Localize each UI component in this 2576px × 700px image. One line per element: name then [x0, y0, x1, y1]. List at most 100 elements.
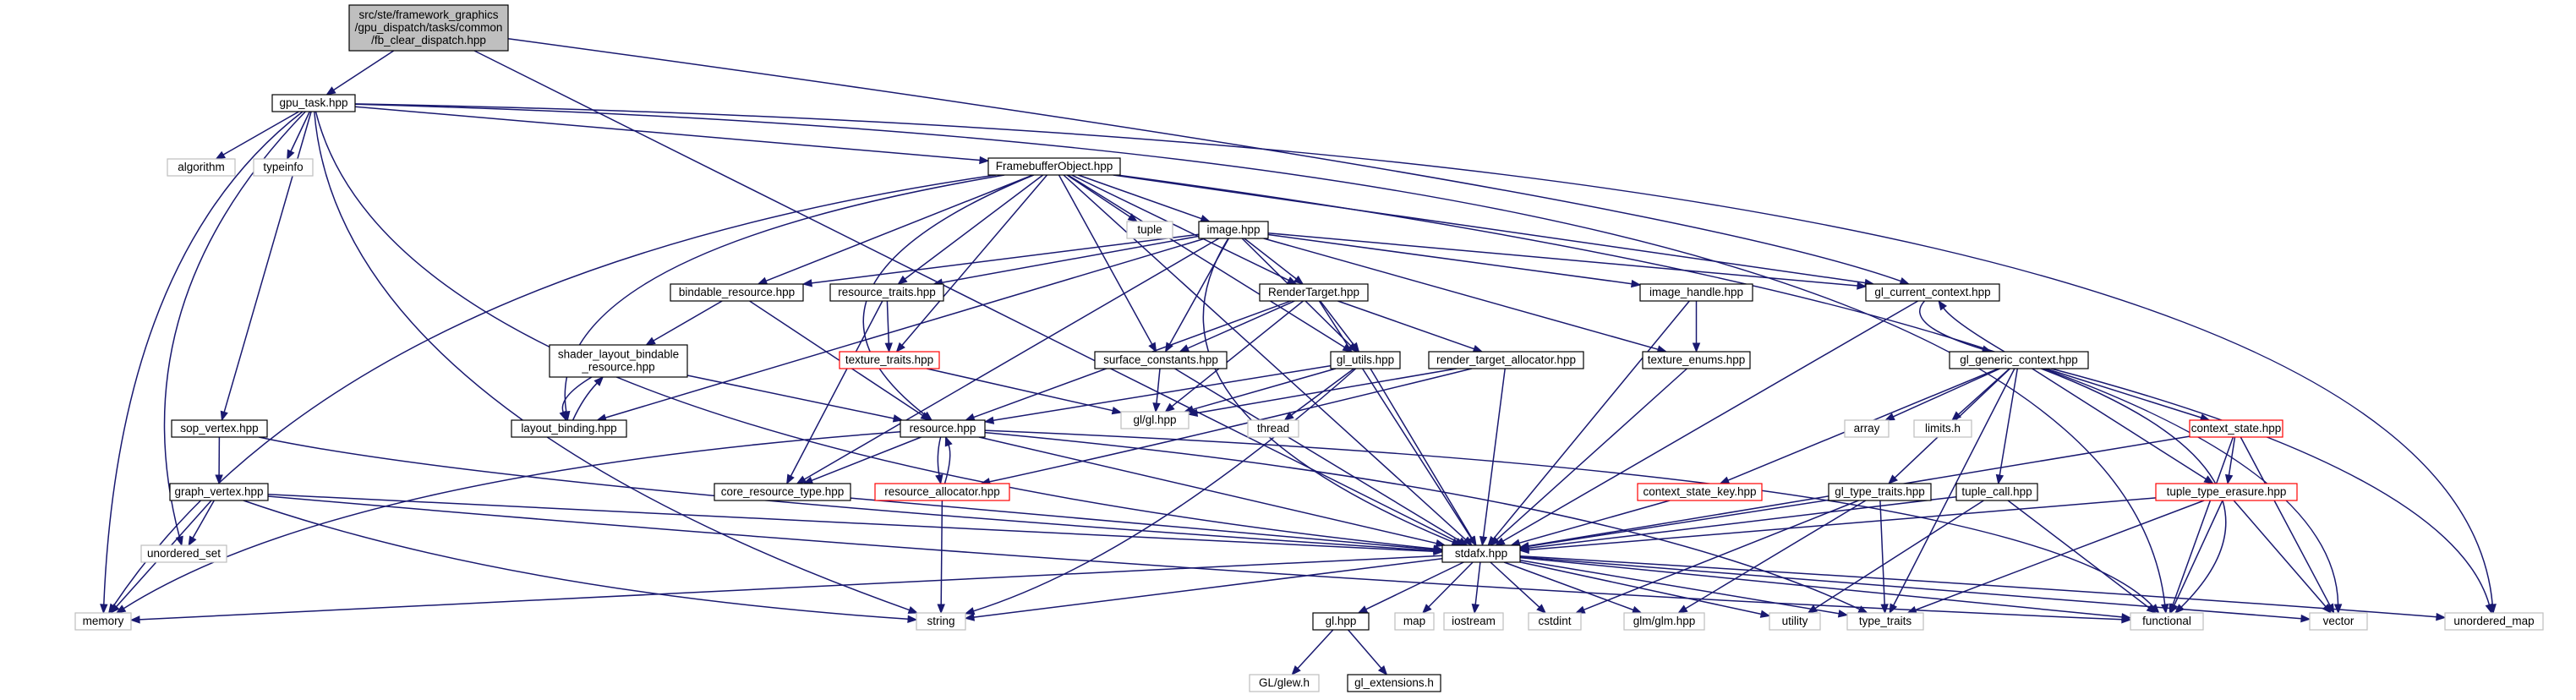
- edge-line: [473, 50, 1458, 543]
- edge-line: [1267, 232, 1858, 287]
- edge-line: [2172, 436, 2234, 605]
- node-gl_extensions[interactable]: gl_extensions.h: [1347, 674, 1441, 692]
- edge-gl_type_traits-to-stdafx: [1518, 499, 1829, 550]
- arrowhead-icon: [1471, 604, 1479, 615]
- node-gl_current_context[interactable]: gl_current_context.hpp: [1865, 283, 2000, 302]
- node-box: [1443, 612, 1504, 631]
- arrowhead-icon: [1479, 536, 1488, 547]
- edge-line: [1365, 561, 1464, 610]
- edge-line: [1174, 368, 1461, 542]
- node-label: type_traits: [1859, 615, 1912, 627]
- edge-line: [937, 436, 942, 476]
- node-box: [74, 612, 132, 631]
- edge-gl_generic_context-to-tuple_call: [1995, 368, 2019, 485]
- node-fbo[interactable]: FramebufferObject.hpp: [987, 157, 1121, 176]
- edge-fbo-to-vector: [1117, 174, 2343, 615]
- edge-stdafx-to-cstdint: [1490, 561, 1547, 614]
- edge-shader_layout-to-layout_binding: [559, 376, 593, 422]
- edge-line: [811, 436, 922, 481]
- node-sop_vertex[interactable]: sop_vertex.hpp: [171, 419, 268, 438]
- node-label: glm/glm.hpp: [1633, 615, 1696, 627]
- arrowhead-icon: [559, 410, 567, 422]
- node-gpu_task[interactable]: gpu_task.hpp: [271, 94, 356, 112]
- node-box: [2309, 612, 2368, 631]
- arrowhead-icon: [1719, 476, 1731, 484]
- edge-line: [222, 111, 299, 156]
- arrowhead-icon: [2300, 614, 2311, 623]
- node-box: [348, 4, 509, 52]
- node-label: gpu_task.hpp: [279, 96, 347, 109]
- edge-line: [1066, 174, 1131, 218]
- edge-gl_generic_context-to-tuple_type_erasure: [2032, 368, 2214, 484]
- edge-line: [940, 500, 943, 605]
- node-rt_allocator[interactable]: render_target_allocator.hpp: [1428, 351, 1584, 369]
- node-core_resource_type[interactable]: core_resource_type.hpp: [714, 483, 851, 501]
- node-box: [511, 419, 627, 438]
- edge-line: [1348, 629, 1382, 669]
- edge-fbo-to-resource_traits: [897, 174, 1044, 285]
- node-label: cstdint: [1538, 615, 1571, 627]
- edge-gl_utils-to-string: [964, 368, 1357, 615]
- edge-tuple_type_erasure-to-stdafx: [1518, 497, 2157, 555]
- arrowhead-icon: [1293, 275, 1304, 285]
- node-tuple_type_erasure[interactable]: tuple_type_erasure.hpp: [2155, 483, 2298, 501]
- edge-line: [1318, 300, 1472, 539]
- edge-context_state_key-to-stdafx: [1510, 500, 1671, 547]
- edge-line: [1879, 500, 1885, 605]
- node-layout_binding[interactable]: layout_binding.hpp: [511, 419, 627, 438]
- node-gl_hpp[interactable]: gl.hpp: [1312, 612, 1370, 631]
- edge-sop_vertex-to-graph_vertex: [215, 436, 223, 485]
- node-texture_enums[interactable]: texture_enums.hpp: [1642, 351, 1751, 369]
- node-root[interactable]: src/ste/framework_graphics/gpu_dispatch/…: [348, 4, 509, 52]
- node-image[interactable]: image.hpp: [1198, 221, 1269, 239]
- node-resource[interactable]: resource.hpp: [900, 419, 986, 438]
- edge-stdafx-to-map: [1421, 561, 1474, 614]
- edge-resource_allocator-to-string: [937, 500, 945, 615]
- node-context_state[interactable]: context_state.hpp: [2189, 419, 2283, 438]
- node-box: [1955, 483, 2038, 501]
- edge-line: [1192, 368, 1337, 411]
- node-shader_layout[interactable]: shader_layout_bindable_resource.hpp: [549, 344, 688, 378]
- edge-surface_constants-to-gl_gl: [1152, 368, 1161, 413]
- node-label: gl_current_context.hpp: [1874, 286, 1990, 298]
- arrowhead-icon: [1148, 342, 1157, 353]
- edge-line: [112, 174, 997, 607]
- edge-layout_binding-to-shader_layout: [572, 376, 604, 421]
- arrowhead-icon: [1377, 664, 1388, 676]
- node-label: gl_type_traits.hpp: [1835, 485, 1925, 498]
- node-gl_utils[interactable]: gl_utils.hpp: [1330, 351, 1401, 369]
- node-label: resource.hpp: [910, 422, 976, 435]
- node-graph_vertex[interactable]: graph_vertex.hpp: [169, 483, 269, 501]
- arrowhead-icon: [1631, 605, 1643, 614]
- node-resource_allocator[interactable]: resource_allocator.hpp: [874, 483, 1010, 501]
- node-render_target[interactable]: RenderTarget.hpp: [1259, 283, 1369, 302]
- node-gl_generic_context[interactable]: gl_generic_context.hpp: [1949, 351, 2089, 369]
- node-box: [916, 612, 966, 631]
- node-box: [167, 158, 236, 177]
- edge-fbo-to-tuple: [1066, 174, 1139, 222]
- node-bindable_resource[interactable]: bindable_resource.hpp: [670, 283, 804, 302]
- edge-resource_traits-to-texture_traits: [884, 300, 893, 353]
- arrowhead-icon: [1938, 299, 1947, 311]
- edge-image_handle-to-stdafx: [1487, 300, 1690, 547]
- arrowhead-icon: [129, 615, 140, 624]
- edge-line: [1490, 561, 1540, 608]
- edge-line: [1244, 238, 1297, 280]
- node-surface_constants[interactable]: surface_constants.hpp: [1094, 351, 1228, 369]
- node-gl_type_traits[interactable]: gl_type_traits.hpp: [1828, 483, 1932, 501]
- edge-gl_generic_context-to-gl_current_context: [1938, 299, 2005, 353]
- edge-line: [314, 111, 910, 611]
- node-context_state_key[interactable]: context_state_key.hpp: [1637, 483, 1763, 501]
- edge-line: [1267, 233, 1633, 285]
- node-image_handle[interactable]: image_handle.hpp: [1639, 283, 1753, 302]
- node-stdafx[interactable]: stdafx.hpp: [1441, 544, 1521, 563]
- node-tuple_call[interactable]: tuple_call.hpp: [1955, 483, 2038, 501]
- node-resource_traits[interactable]: resource_traits.hpp: [829, 283, 944, 302]
- edge-line: [1078, 174, 1202, 220]
- node-label: texture_traits.hpp: [845, 353, 933, 366]
- edge-graph_vertex-to-unordered_set: [188, 500, 215, 547]
- node-texture_traits[interactable]: texture_traits.hpp: [839, 351, 940, 369]
- edge-graph_vertex-to-stdafx: [267, 494, 1444, 556]
- node-label: image_handle.hpp: [1649, 286, 1743, 298]
